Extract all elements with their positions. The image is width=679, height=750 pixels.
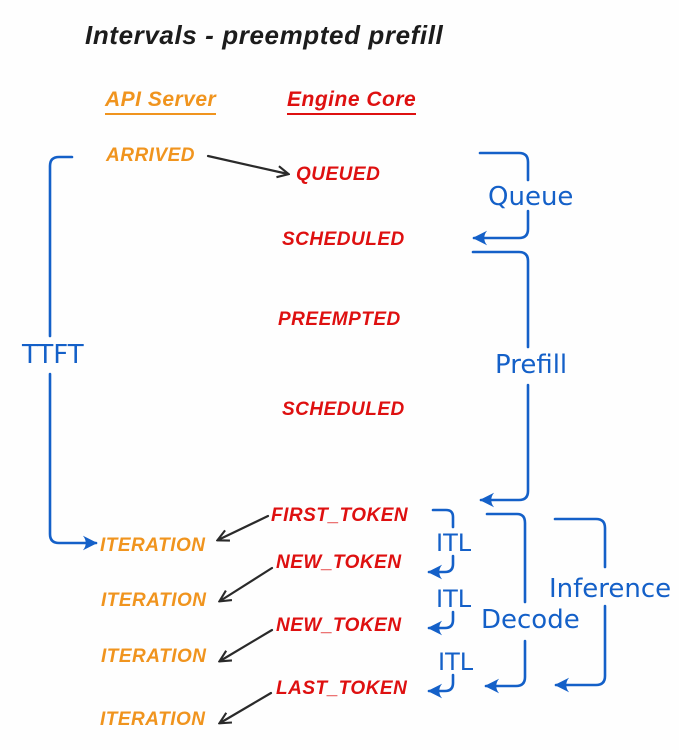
itl-arrow-3 [427, 673, 455, 699]
event-queued: QUEUED [296, 164, 381, 185]
column-header-api-server: API Server [105, 89, 217, 115]
itl-arrow-2 [427, 610, 455, 636]
prefill-bracket-top [471, 250, 530, 349]
event-new-token-1: NEW_TOKEN [276, 552, 402, 573]
event-iteration-1: ITERATION [100, 535, 206, 556]
interval-label-itl-1: ITL [436, 529, 472, 557]
queue-bracket-arrow [472, 209, 530, 246]
arrow-new-token-2-to-iteration [220, 628, 274, 661]
interval-label-ttft: TTFT [22, 340, 84, 370]
page-title: Intervals - preempted prefill [85, 20, 444, 50]
decode-bracket-arrow [484, 639, 527, 694]
interval-label-itl-2: ITL [436, 585, 472, 613]
interval-label-inference: Inference [549, 574, 672, 604]
arrow-new-token-1-to-iteration [220, 566, 274, 601]
decode-bracket-top [485, 512, 527, 604]
ttft-bracket-top [48, 155, 74, 338]
event-first-token: FIRST_TOKEN [271, 505, 409, 526]
event-iteration-4: ITERATION [100, 709, 206, 730]
event-iteration-3: ITERATION [101, 646, 207, 667]
interval-label-queue: Queue [488, 182, 574, 212]
event-new-token-2: NEW_TOKEN [276, 615, 402, 636]
event-last-token: LAST_TOKEN [276, 678, 408, 699]
event-scheduled-2: SCHEDULED [282, 399, 405, 420]
column-header-engine-core: Engine Core [287, 89, 417, 115]
event-scheduled-1: SCHEDULED [282, 229, 405, 250]
inference-bracket-top [553, 517, 607, 569]
arrow-last-token-to-iteration [220, 691, 273, 723]
interval-label-prefill: Prefill [495, 350, 568, 380]
ttft-bracket-arrow [48, 372, 98, 551]
interval-label-decode: Decode [481, 605, 580, 635]
event-iteration-2: ITERATION [101, 590, 207, 611]
itl-bracket-top [431, 508, 455, 529]
arrow-first-token-to-iteration [218, 514, 270, 540]
event-arrived: ARRIVED [106, 145, 196, 166]
queue-bracket-top [478, 151, 530, 182]
itl-arrow-1 [427, 554, 455, 580]
arrow-arrived-to-queued [206, 154, 288, 174]
prefill-bracket-arrow [479, 383, 530, 508]
event-preempted: PREEMPTED [278, 309, 401, 330]
interval-label-itl-3: ITL [438, 648, 474, 676]
